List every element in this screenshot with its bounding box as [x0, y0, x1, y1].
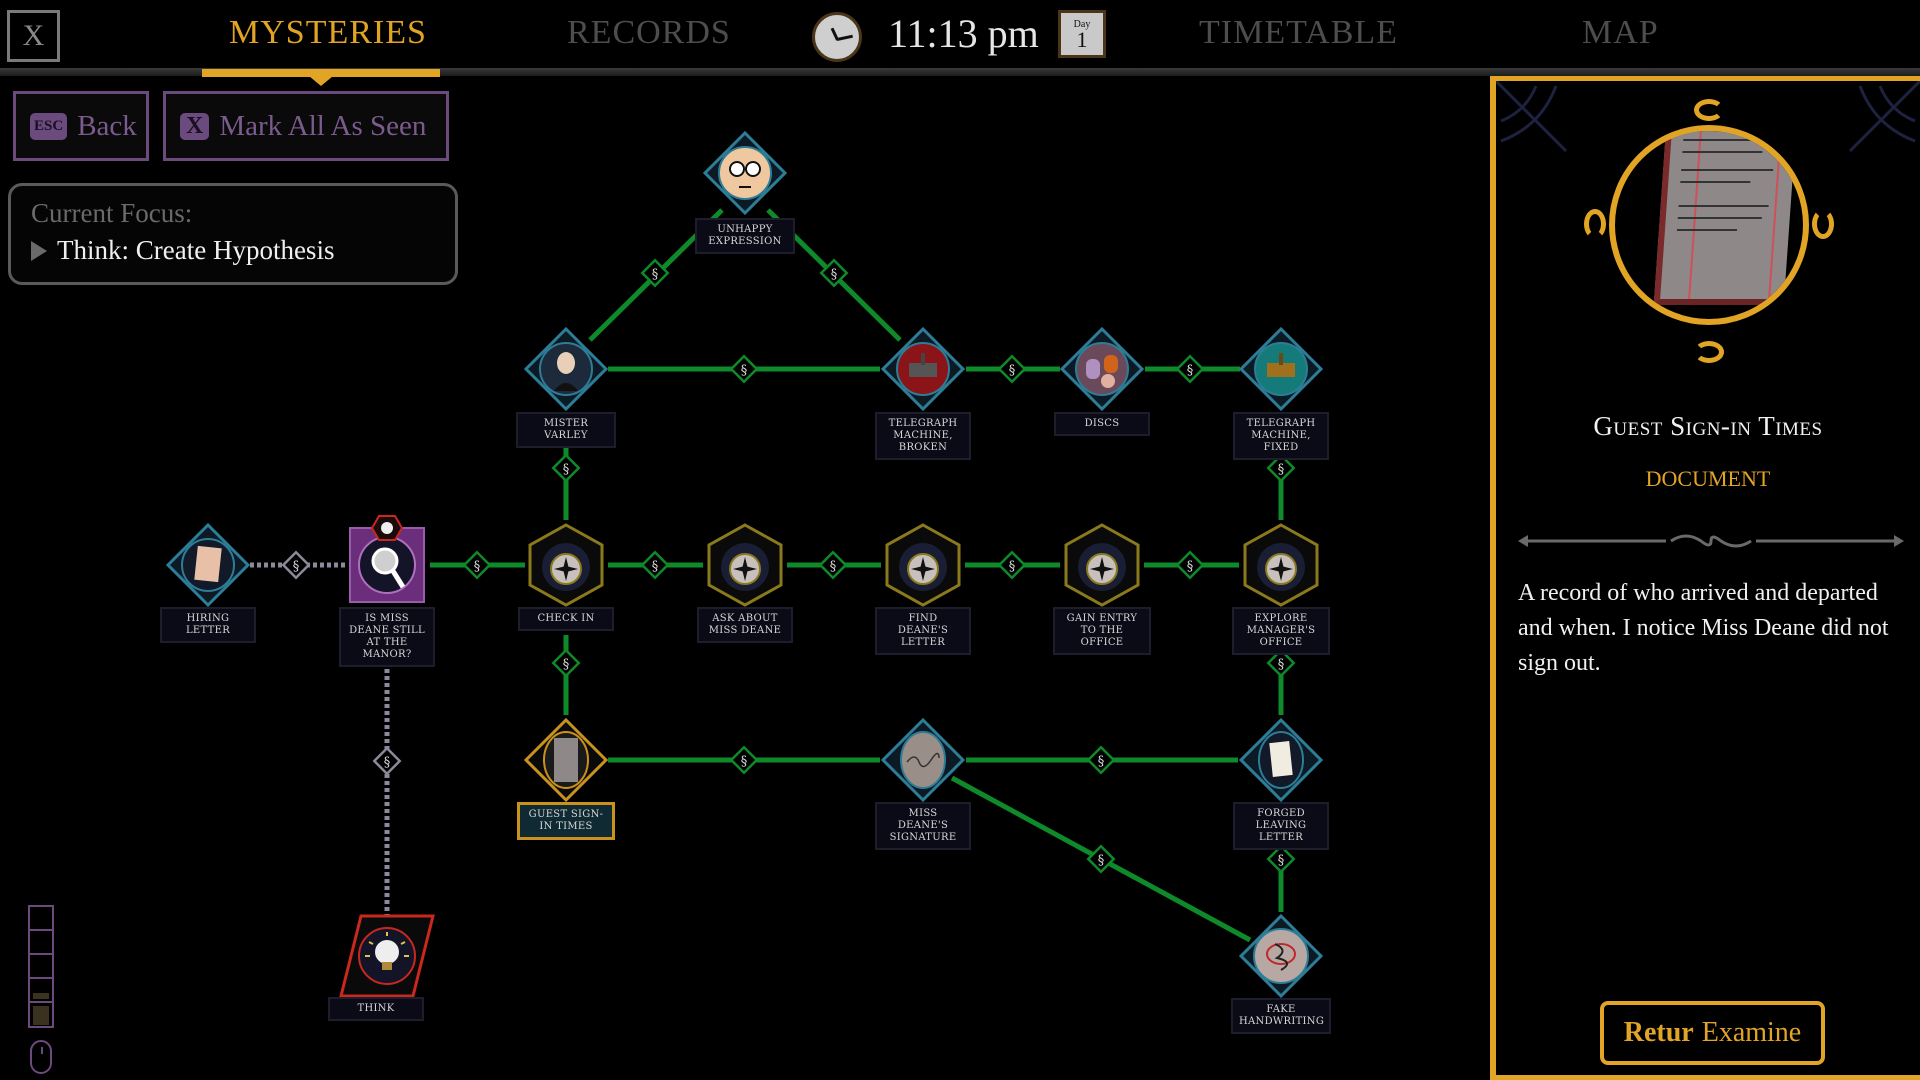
back-button[interactable]: ESC Back: [13, 91, 149, 161]
examine-button[interactable]: Retur Examine: [1600, 1001, 1825, 1065]
node-label-fake-handwriting: Fake Handwriting: [1231, 998, 1331, 1034]
node-think[interactable]: [339, 914, 435, 998]
node-label-ask-about-miss-deane: Ask About Miss Deane: [697, 607, 793, 643]
compass-icon: [1243, 523, 1319, 607]
mark-all-seen-label: Mark All As Seen: [219, 109, 427, 142]
clue-type: DOCUMENT: [1645, 466, 1771, 491]
current-focus-panel: Current Focus: Think: Create Hypothesis: [8, 183, 458, 285]
signature-icon: [881, 718, 965, 802]
node-ask-about-miss-deane[interactable]: [703, 523, 787, 607]
tab-records[interactable]: RECORDS: [567, 14, 731, 51]
compass-icon: [1064, 523, 1140, 607]
node-fake-handwriting[interactable]: [1239, 914, 1323, 998]
lightbulb-badge-icon: [371, 515, 403, 541]
esc-key-icon: ESC: [30, 112, 68, 140]
compass-icon: [707, 523, 783, 607]
clue-title: Guest Sign-in Times: [1593, 411, 1823, 441]
character-portrait-icon: [524, 327, 608, 411]
zoom-level-meter[interactable]: [28, 905, 54, 1028]
node-label-telegraph-fixed: Telegraph Machine, Fixed: [1233, 412, 1329, 460]
node-hiring-letter[interactable]: [166, 523, 250, 607]
back-label: Back: [77, 109, 137, 142]
mouse-scroll-icon: [30, 1040, 52, 1074]
telegraph-icon: [881, 327, 965, 411]
current-focus-item[interactable]: Think: Create Hypothesis: [31, 235, 435, 266]
tab-mysteries[interactable]: MYSTERIES: [229, 14, 427, 51]
x-key-icon: X: [180, 112, 210, 140]
node-label-miss-deanes-signature: Miss Deane's Signature: [875, 802, 971, 850]
node-guest-sign-in-times[interactable]: [524, 718, 608, 802]
face-portrait-icon: [703, 131, 787, 215]
compass-icon: [528, 523, 604, 607]
current-focus-title: Current Focus:: [31, 198, 193, 228]
lightbulb-icon: [339, 914, 435, 998]
note-icon: [1239, 718, 1323, 802]
node-gain-entry-office[interactable]: [1060, 523, 1144, 607]
ledger-book-icon: [1653, 131, 1797, 305]
node-label-forged-leaving-letter: Forged Leaving Letter: [1233, 802, 1329, 850]
game-time: 11:13 pm: [888, 11, 1039, 56]
current-focus-text: Think: Create Hypothesis: [57, 235, 335, 265]
clock-icon: [812, 12, 862, 62]
node-forged-leaving-letter[interactable]: [1239, 718, 1323, 802]
node-unhappy-expression[interactable]: [703, 131, 787, 215]
node-label-question-miss-deane: Is Miss Deane still at the manor?: [339, 607, 435, 667]
ledger-icon: [524, 718, 608, 802]
zoom-level-cell: [30, 979, 52, 1003]
tab-timetable[interactable]: TIMETABLE: [1199, 14, 1398, 51]
top-bar: X MYSTERIES RECORDS 11:13 pm Day 1 TIMET…: [0, 0, 1920, 70]
day-label: Day: [1073, 19, 1091, 30]
ornament-icon: [1584, 209, 1606, 239]
close-icon: X: [22, 19, 45, 52]
day-calendar: Day 1: [1058, 10, 1106, 58]
node-label-find-deanes-letter: Find Deane's Letter: [875, 607, 971, 655]
ornament-icon: [1694, 99, 1724, 121]
ornament-icon: [1694, 341, 1724, 363]
node-label-explore-managers-office: Explore Manager's Office: [1232, 607, 1330, 655]
node-label-mister-varley: Mister Varley: [516, 412, 616, 448]
node-label-gain-entry-office: Gain Entry To The Office: [1053, 607, 1151, 655]
compass-icon: [885, 523, 961, 607]
day-number: 1: [1076, 27, 1088, 52]
clue-portrait: [1609, 125, 1809, 325]
zoom-level-cell: [30, 907, 52, 931]
cobweb-icon: [1848, 81, 1920, 153]
node-label-hiring-letter: Hiring Letter: [160, 607, 256, 643]
clue-description: A record of who arrived and departed and…: [1518, 580, 1889, 676]
node-label-discs: Discs: [1054, 412, 1150, 436]
close-button[interactable]: X: [7, 10, 60, 62]
header-divider: [0, 68, 1920, 76]
active-tab-indicator: [202, 69, 440, 77]
node-miss-deanes-signature[interactable]: [881, 718, 965, 802]
node-find-deanes-letter[interactable]: [881, 523, 965, 607]
active-tab-arrow-icon: [309, 76, 333, 86]
tab-map[interactable]: MAP: [1582, 14, 1659, 51]
node-mister-varley[interactable]: [524, 327, 608, 411]
node-label-telegraph-broken: Telegraph Machine, Broken: [875, 412, 971, 460]
node-label-guest-sign-in-times: Guest Sign-in Times: [517, 802, 615, 840]
node-telegraph-fixed[interactable]: [1239, 327, 1323, 411]
node-discs[interactable]: [1060, 327, 1144, 411]
node-label-check-in: Check In: [518, 607, 614, 631]
node-telegraph-broken[interactable]: [881, 327, 965, 411]
zoom-level-cell: [30, 1003, 52, 1027]
return-key-label: Retur: [1623, 1017, 1694, 1048]
node-label-unhappy-expression: Unhappy Expression: [695, 218, 795, 254]
telegraph-icon: [1239, 327, 1323, 411]
letter-icon: [166, 523, 250, 607]
clue-detail-panel: Guest Sign-in Times DOCUMENT A record of…: [1490, 76, 1920, 1080]
ornament-icon: [1812, 209, 1834, 239]
ornamental-divider-icon: [1518, 534, 1904, 548]
cobweb-icon: [1496, 81, 1568, 153]
scribble-icon: [1239, 914, 1323, 998]
zoom-level-cell: [30, 955, 52, 979]
examine-label: Examine: [1701, 1017, 1802, 1048]
node-check-in[interactable]: [524, 523, 608, 607]
mark-all-seen-button[interactable]: X Mark All As Seen: [163, 91, 449, 161]
discs-icon: [1060, 327, 1144, 411]
node-explore-managers-office[interactable]: [1239, 523, 1323, 607]
arrow-right-icon: [31, 240, 47, 261]
zoom-level-cell: [30, 931, 52, 955]
node-label-think: Think: [328, 997, 424, 1021]
